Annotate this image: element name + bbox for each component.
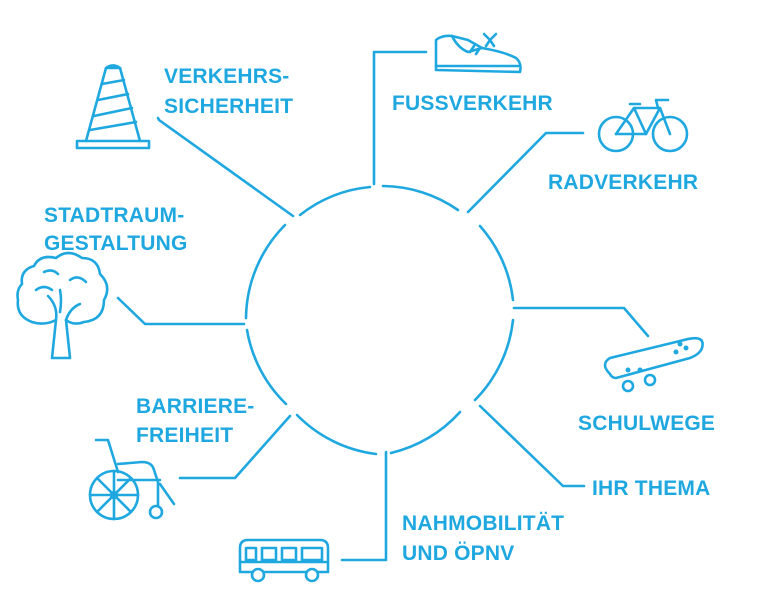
- label-nahmobilitaet-line2: UND ÖPNV: [402, 542, 514, 565]
- wheelchair-icon: [88, 438, 176, 521]
- label-stadtraumgestaltung: STADTRAUM- GESTALTUNG: [44, 204, 190, 255]
- label-barrierefreiheit-line2: FREIHEIT: [136, 424, 233, 447]
- label-verkehrssicherheit: VERKEHRS- SICHERHEIT: [164, 65, 296, 118]
- label-nahmobilitaet: NAHMOBILITÄT UND ÖPNV: [402, 512, 570, 565]
- label-stadtraumgestaltung-line2: GESTALTUNG: [44, 232, 188, 255]
- connector-schulwege: [512, 306, 650, 338]
- sneaker-icon: [434, 32, 522, 74]
- label-fussverkehr: FUSSVERKEHR: [392, 92, 553, 115]
- label-stadtraumgestaltung-line1: STADTRAUM-: [44, 204, 184, 227]
- label-nahmobilitaet-line1: NAHMOBILITÄT: [402, 512, 564, 535]
- label-schulwege: SCHULWEGE: [578, 412, 715, 435]
- connector-ihr-thema: [478, 404, 586, 488]
- bicycle-icon: [597, 98, 689, 153]
- bus-icon: [238, 538, 330, 583]
- connector-nahmobilitaet: [340, 450, 388, 562]
- connector-radverkehr: [466, 131, 585, 214]
- center-circle: [244, 184, 515, 456]
- label-verkehrssicherheit-line2: SICHERHEIT: [164, 95, 293, 118]
- connector-fussverkehr: [372, 50, 428, 186]
- traffic-cone-icon: [75, 64, 151, 150]
- label-barrierefreiheit-line1: BARRIERE-: [136, 395, 254, 418]
- skateboard-icon: [603, 336, 704, 393]
- connector-stadtraumgestaltung: [116, 296, 246, 326]
- connector-verkehrssicherheit: [156, 116, 295, 218]
- label-radverkehr: RADVERKEHR: [548, 171, 698, 194]
- connector-barrierefreiheit: [178, 414, 292, 480]
- tree-icon: [16, 251, 109, 360]
- label-verkehrssicherheit-line1: VERKEHRS-: [164, 65, 289, 88]
- label-ihr-thema: IHR THEMA: [592, 477, 710, 500]
- label-barrierefreiheit: BARRIERE- FREIHEIT: [136, 395, 261, 447]
